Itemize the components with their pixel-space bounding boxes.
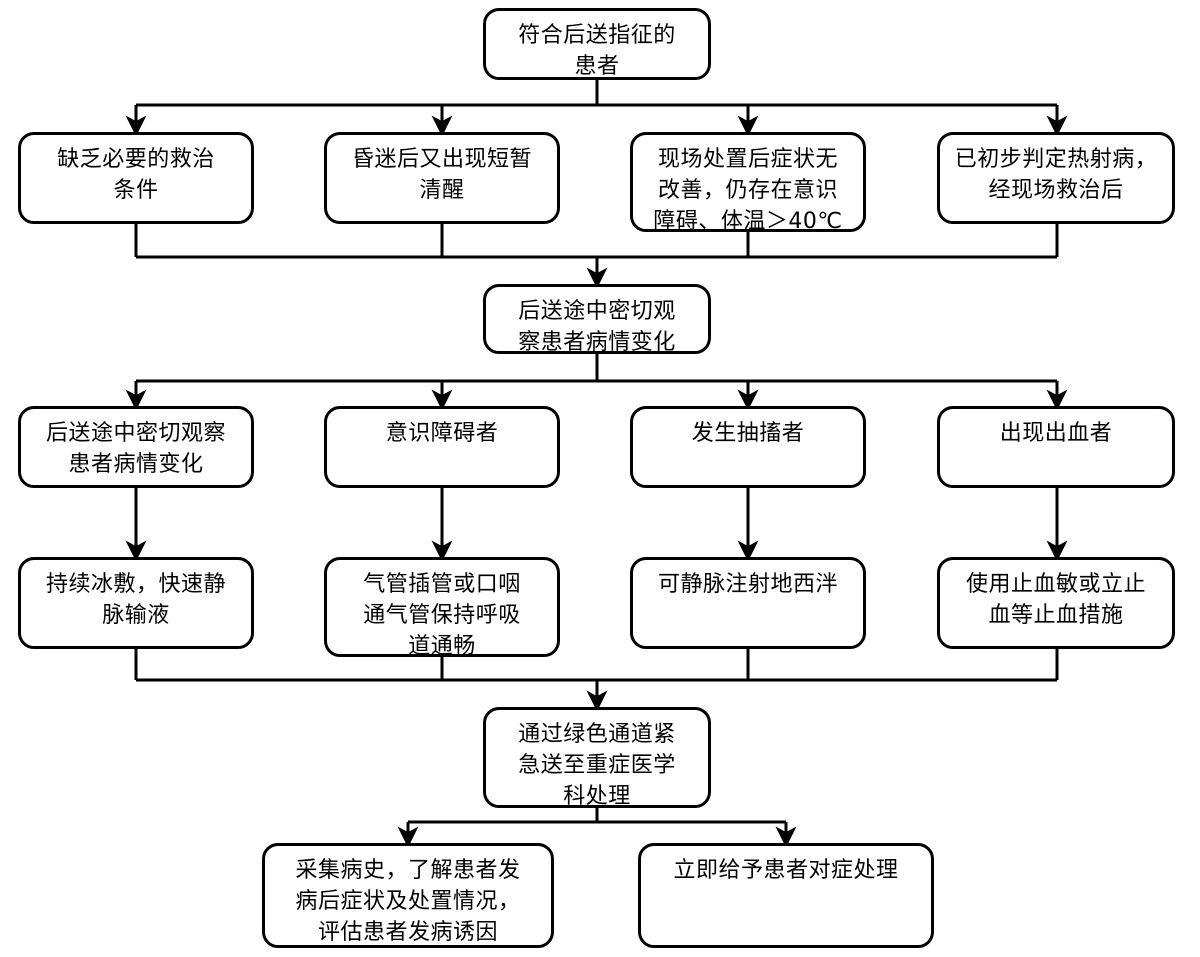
node-label: 现场处置后症状无 改善，仍存在意识 障碍、体温＞40℃	[653, 147, 843, 234]
node-label: 后送途中密切观察 患者病情变化	[45, 421, 226, 477]
node-n5d[interactable]: 使用止血敏或立止 血等止血措施	[937, 557, 1175, 649]
edge-row5-to-n6	[134, 649, 1059, 712]
node-label: 已初步判定热射病， 经现场救治后	[954, 147, 1158, 203]
node-n7b[interactable]: 立即给予患者对症处理	[638, 843, 934, 948]
node-label: 立即给予患者对症处理	[673, 858, 899, 883]
node-label: 昏迷后又出现短暂 清醒	[351, 147, 532, 203]
node-n4c[interactable]: 发生抽搐者	[630, 406, 866, 488]
edge-n1-to-row2	[125, 80, 1068, 137]
node-label: 使用止血敏或立止 血等止血措施	[965, 572, 1146, 628]
node-n5c[interactable]: 可静脉注射地西泮	[630, 557, 866, 649]
node-label: 出现出血者	[999, 421, 1113, 446]
node-label: 缺乏必要的救治 条件	[57, 147, 215, 203]
node-label: 气管插管或口咽 通气管保持呼吸 道通畅	[363, 572, 521, 659]
node-label: 意识障碍者	[385, 421, 499, 446]
node-n5a[interactable]: 持续冰敷，快速静 脉输液	[18, 557, 254, 649]
node-n6[interactable]: 通过绿色通道紧 急送至重症医学 科处理	[483, 707, 711, 809]
node-n2b[interactable]: 昏迷后又出现短暂 清醒	[324, 132, 560, 224]
edge-n3-to-row4	[125, 354, 1068, 411]
edge-n6-to-row7	[397, 808, 797, 848]
node-n2a[interactable]: 缺乏必要的救治 条件	[18, 132, 254, 224]
node-n5b[interactable]: 气管插管或口咽 通气管保持呼吸 道通畅	[324, 557, 560, 659]
node-n4a[interactable]: 后送途中密切观察 患者病情变化	[18, 406, 254, 488]
node-n7a[interactable]: 采集病史，了解患者发 病后症状及处置情况， 评估患者发病诱因	[262, 843, 554, 948]
node-n4b[interactable]: 意识障碍者	[324, 406, 560, 488]
node-label: 采集病史，了解患者发 病后症状及处置情况， 评估患者发病诱因	[295, 858, 521, 945]
node-label: 持续冰敷，快速静 脉输液	[45, 572, 226, 628]
node-label: 符合后送指征的 患者	[518, 23, 676, 79]
node-n1[interactable]: 符合后送指征的 患者	[483, 8, 711, 80]
node-label: 通过绿色通道紧 急送至重症医学 科处理	[518, 722, 676, 809]
node-label: 后送途中密切观 察患者病情变化	[518, 299, 676, 355]
edge-row2-to-n3	[134, 224, 1059, 289]
node-label: 可静脉注射地西泮	[657, 572, 838, 597]
node-n2d[interactable]: 已初步判定热射病， 经现场救治后	[937, 132, 1175, 224]
node-n3[interactable]: 后送途中密切观 察患者病情变化	[483, 284, 711, 355]
node-label: 发生抽搐者	[691, 421, 805, 446]
node-n2c[interactable]: 现场处置后症状无 改善，仍存在意识 障碍、体温＞40℃	[630, 132, 866, 234]
node-n4d[interactable]: 出现出血者	[937, 406, 1175, 488]
edge-row4-to-row5	[125, 488, 1068, 562]
